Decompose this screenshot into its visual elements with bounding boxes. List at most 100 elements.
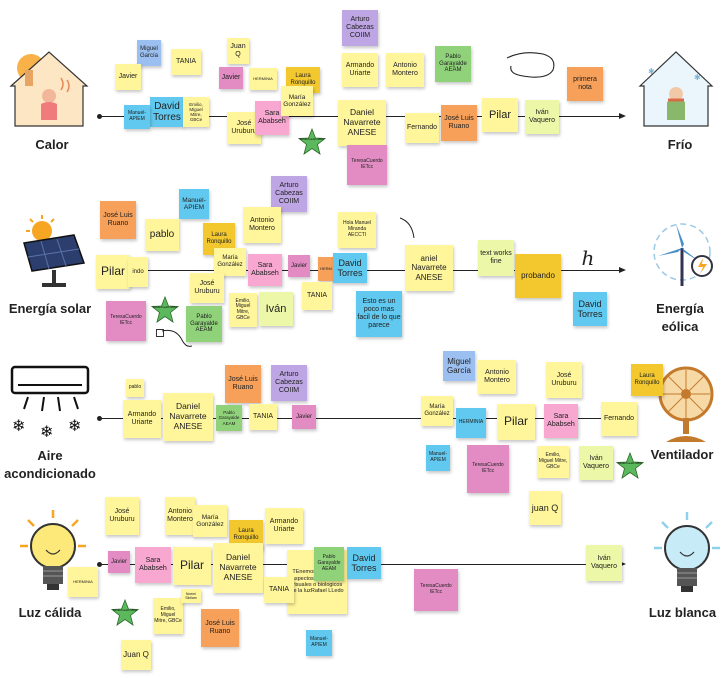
note-teresacuerdo-ietcc-3[interactable]: TeresaCuerdo IETcc — [467, 445, 509, 493]
note-david-torres-2[interactable]: David Torres — [333, 253, 367, 283]
note-tania[interactable]: TANIA — [171, 49, 201, 75]
note-emilio-miguel-2[interactable]: Emilio, Miguel Mitre, GBCe — [229, 293, 257, 327]
note-jose-uruburu-2[interactable]: José Uruburu — [190, 273, 224, 303]
note-jose-luis-ruano-2[interactable]: José Luis Ruano — [100, 201, 136, 239]
note-arturo-cabezas[interactable]: Arturo Cabezas COIIM — [342, 10, 378, 46]
note-hola-manuel[interactable]: Hola Manuel Miranda AECCTI — [338, 212, 376, 248]
note-primera-nota[interactable]: primera nota — [567, 67, 603, 101]
note-text-works-fine[interactable]: text works fine — [478, 240, 514, 276]
note-pablo-garayalde-4[interactable]: Pablo Garayalde AEAM — [314, 547, 344, 581]
note-pablo-garayalde-3[interactable]: Pablo Garayalde AEAM — [216, 405, 242, 431]
note-tania-3[interactable]: TANIA — [249, 404, 277, 430]
note-antonio-montero-4[interactable]: Antonio Montero — [165, 497, 195, 535]
note-daniel-navarrete-3[interactable]: Daniel Navarrete ANESE — [213, 543, 263, 593]
note-teresacuerdo-ietcc-4[interactable]: TeresaCuerdo IETcc — [414, 569, 458, 611]
note-manuel-apiem[interactable]: Manuel- APIEM — [124, 105, 150, 129]
note-teresacuerdo-ietcc-2[interactable]: TeresaCuerdo IETcc — [106, 301, 146, 341]
note-javier-2[interactable]: Javier — [219, 67, 243, 89]
note-fernando[interactable]: Fernando — [405, 113, 439, 143]
cold-bulb-icon — [654, 512, 720, 592]
star-sticker-icon-4[interactable]: Teresa Cuerdo GBCe — [110, 598, 140, 627]
note-emilio-miguel-3[interactable]: Emilio, Miguel Mitre, GBCe — [537, 446, 569, 478]
note-pilar-2[interactable]: Pilar — [96, 255, 130, 289]
note-armando-uriarte-3[interactable]: Armando Uriarte — [265, 508, 303, 544]
row3-left-label-2: acondicionado — [4, 466, 96, 481]
note-pablo[interactable]: pablo — [145, 219, 179, 251]
star-label-4: Teresa Cuerdo GBCe — [113, 609, 137, 612]
note-david-torres-4[interactable]: David Torres — [347, 547, 381, 579]
note-herminia[interactable]: HERMINIA — [249, 68, 277, 90]
note-maria-gonzalez[interactable]: María González — [281, 86, 313, 116]
note-armando-uriarte[interactable]: Armando Uriarte — [342, 53, 378, 87]
note-pilar-4[interactable]: Pilar — [173, 547, 211, 585]
axis-start-1 — [97, 114, 102, 119]
note-arturo-cabezas-2[interactable]: Arturo Cabezas COIIM — [271, 176, 307, 212]
note-tania-4[interactable]: TANIA — [264, 577, 294, 603]
svg-text:❄: ❄ — [40, 424, 53, 441]
note-laura-ronquillo-3[interactable]: Laura Ronquillo — [631, 364, 663, 396]
note-armando-uriarte-2[interactable]: Armando Uriarte — [123, 400, 161, 438]
star-sticker-icon[interactable]: Teresa Cuerdo GBCe — [297, 127, 327, 156]
note-ivan[interactable]: Iván — [259, 292, 293, 326]
note-pablo-2[interactable]: pablo — [126, 379, 144, 397]
note-manuel-apiem-2[interactable]: Manuel- APIEM — [179, 189, 209, 219]
note-sara-ababseh-2[interactable]: Sara Ababseh — [248, 254, 282, 286]
note-ivan-vaquero-3[interactable]: Iván Vaquero — [586, 545, 622, 581]
note-david-torres-3[interactable]: David Torres — [573, 292, 607, 326]
note-javier-4[interactable]: Javier — [292, 405, 316, 429]
note-fernando-2[interactable]: Fernando — [601, 402, 637, 436]
note-sara-ababseh-4[interactable]: Sara Ababseh — [135, 547, 171, 583]
note-emilio-miguel-4[interactable]: Emilio, Miguel Mitre, GBCe — [153, 598, 183, 634]
note-jose-luis-ruano-4[interactable]: José Luis Ruano — [201, 609, 239, 647]
note-aniel-navarrete[interactable]: aniel Navarrete ANESE — [405, 245, 453, 291]
note-antonio-montero-3[interactable]: Antonio Montero — [478, 360, 516, 394]
solar-panel-icon — [23, 215, 86, 287]
note-javier-3[interactable]: Javier — [288, 255, 310, 277]
note-teresacuerdo-ietcc[interactable]: TeresaCuerdo IETcc — [347, 145, 387, 185]
note-herminia-2[interactable]: HERMINIA — [456, 408, 486, 438]
note-antonio-montero-2[interactable]: Antonio Montero — [243, 207, 281, 243]
axis-arrow-2 — [619, 267, 626, 273]
note-juan-q-3[interactable]: Juan Q — [121, 640, 151, 670]
note-pablo-garayalde[interactable]: Pablo Garayalde AEAM — [435, 46, 471, 82]
note-pilar-3[interactable]: Pilar — [497, 404, 535, 440]
note-esto-es-facil[interactable]: Esto es un poco mas facil de lo que pare… — [356, 291, 402, 337]
fan-icon — [658, 366, 714, 442]
note-jose-uruburu-4[interactable]: José Uruburu — [105, 497, 139, 535]
note-sara-ababseh[interactable]: Sara Ababseh — [255, 101, 289, 135]
note-miguel-garcia-2[interactable]: Miguel García — [443, 351, 475, 381]
note-maria-gonzalez-2[interactable]: María González — [214, 248, 246, 276]
note-manuel-apiem-3[interactable]: Manuel- APIEM — [426, 445, 450, 471]
note-herminia-3[interactable]: HERMINIA — [68, 567, 98, 597]
note-miguel-garcia[interactable]: Miguel García — [137, 40, 161, 66]
star-sticker-icon-3[interactable]: Teresa Cuerdo GBCe — [615, 451, 645, 480]
note-arturo-cabezas-3[interactable]: Arturo Cabezas COIIM — [271, 365, 307, 401]
note-maria-gonzalez-3[interactable]: María González — [421, 396, 453, 426]
note-antonio-montero[interactable]: Antonio Montero — [386, 53, 424, 87]
note-sara-ababseh-3[interactable]: Sara Ababseh — [544, 404, 578, 438]
note-javier-5[interactable]: Javier — [108, 551, 130, 573]
note-tania-2[interactable]: TANIA — [302, 282, 332, 310]
note-ivan-vaquero-2[interactable]: Iván Vaquero — [579, 446, 613, 480]
note-indo[interactable]: indo — [128, 257, 148, 287]
note-daniel-navarrete[interactable]: Daniel Navarrete ANESE — [338, 100, 386, 146]
note-jose-luis-ruano[interactable]: José Luis Ruano — [441, 105, 477, 141]
note-ivan-vaquero[interactable]: Iván Vaquero — [525, 100, 559, 134]
note-maria-gonzalez-4[interactable]: María González — [193, 505, 227, 537]
note-manuel-apiem-4[interactable]: Manuel- APIEM — [306, 630, 332, 656]
star-sticker-icon-2[interactable]: Teresa Cuerdo GBCe — [150, 295, 180, 324]
note-pilar[interactable]: Pilar — [482, 98, 518, 132]
note-jose-luis-ruano-3[interactable]: José Luis Ruano — [225, 365, 261, 403]
note-juan-q-2[interactable]: juan Q — [529, 491, 561, 525]
note-javier[interactable]: Javier — [115, 64, 141, 90]
note-probando[interactable]: probando — [515, 254, 561, 298]
note-juan-q[interactable]: Juan Q — [227, 38, 249, 64]
note-noemi-sibilam[interactable]: Noemí Sibilam — [181, 589, 201, 603]
note-jose-uruburu-3[interactable]: José Uruburu — [546, 362, 582, 398]
row3-right-label: Ventilador — [650, 447, 714, 462]
note-daniel-navarrete-2[interactable]: Daniel Navarrete ANESE — [163, 393, 213, 441]
note-pablo-garayalde-2[interactable]: Pablo Garayalde AEAM — [186, 306, 222, 342]
note-herm[interactable]: HERM — [318, 257, 334, 281]
note-david-torres[interactable]: David Torres — [150, 97, 184, 127]
note-emilio-miguel[interactable]: Emilio, Miguel Mitre, GBCe — [183, 97, 209, 127]
